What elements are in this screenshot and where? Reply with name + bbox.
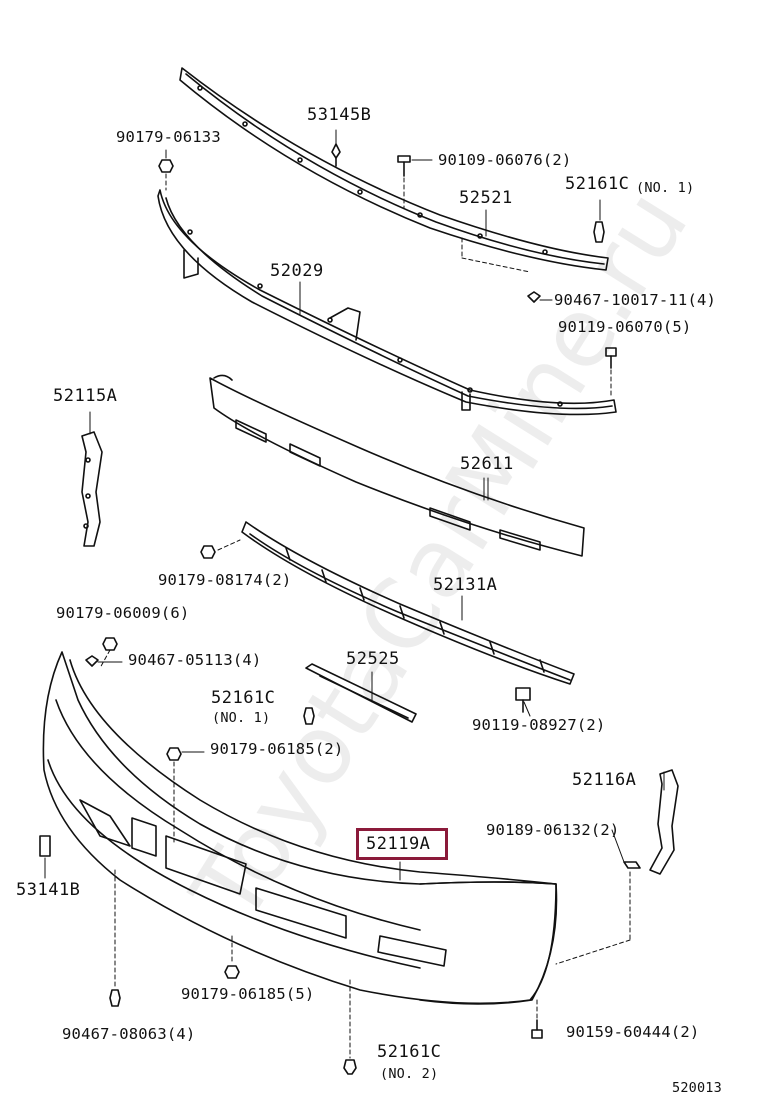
bolt-90119-06070 <box>605 347 617 397</box>
part-52119A-bumper-cover <box>42 651 558 1005</box>
leader-lines <box>89 129 665 881</box>
label-53145B[interactable]: 53145B <box>307 105 372 125</box>
label-53141B[interactable]: 53141B <box>16 880 81 900</box>
label-90179-06185-a[interactable]: 90179-06185(2) <box>210 740 344 758</box>
label-52161C-bot[interactable]: 52161C <box>377 1042 442 1062</box>
label-52115A[interactable]: 52115A <box>53 386 118 406</box>
part-52131A-reinforcement <box>241 521 575 685</box>
label-90179-08174[interactable]: 90179-08174(2) <box>158 571 292 589</box>
label-52116A[interactable]: 52116A <box>572 770 637 790</box>
label-90109-06076[interactable]: 90109-06076(2) <box>438 151 572 169</box>
clip-53141B <box>39 835 51 879</box>
highlight-box-52119A <box>356 828 448 860</box>
clip-52161C-no2 <box>343 979 357 1075</box>
label-52525[interactable]: 52525 <box>346 649 400 669</box>
clip-52161C-no1-mid <box>303 707 315 725</box>
label-90467-05113[interactable]: 90467-05113(4) <box>128 651 262 669</box>
part-53145B-retainer <box>179 67 609 271</box>
label-52161C-top[interactable]: 52161C <box>565 174 630 194</box>
part-52525-bracket <box>305 663 417 723</box>
diagram-code: 520013 <box>672 1080 722 1096</box>
label-52521[interactable]: 52521 <box>459 188 513 208</box>
label-90179-06133[interactable]: 90179-06133 <box>116 128 221 146</box>
label-90179-06009[interactable]: 90179-06009(6) <box>56 604 190 622</box>
screw-90159-60444 <box>531 999 543 1039</box>
clip-90467-08063 <box>109 869 121 1007</box>
label-90189-06132[interactable]: 90189-06132(2) <box>486 821 620 839</box>
label-52119A[interactable]: 52119A <box>366 834 431 854</box>
label-52131A[interactable]: 52131A <box>433 575 498 595</box>
nut-90179-06133 <box>158 149 174 191</box>
label-90119-06070[interactable]: 90119-06070(5) <box>558 318 692 336</box>
nut-90179-06009 <box>99 637 118 669</box>
label-no1-mid: (NO. 1) <box>212 710 271 726</box>
label-90467-10017-11[interactable]: 90467-10017-11(4) <box>554 291 717 309</box>
part-52029-bracket <box>157 189 617 416</box>
label-no1-top: (NO. 1) <box>636 180 695 196</box>
bolt-90119-08927 <box>515 687 531 713</box>
clip-52161C-no1-top <box>593 199 605 243</box>
label-52161C-mid[interactable]: 52161C <box>211 688 276 708</box>
label-52611[interactable]: 52611 <box>460 454 514 474</box>
part-52116A-side-bracket <box>555 769 679 965</box>
part-52115A-side-bracket <box>81 431 103 547</box>
part-52611-absorber <box>209 374 585 557</box>
label-90159-60444[interactable]: 90159-60444(2) <box>566 1023 700 1041</box>
nut-90179-06185-a <box>166 747 205 843</box>
screw-90109-06076 <box>397 155 433 209</box>
nut-90467-05113 <box>85 655 123 667</box>
nut-90179-08174 <box>200 539 241 559</box>
label-no2-bot: (NO. 2) <box>380 1066 439 1082</box>
label-90119-08927[interactable]: 90119-08927(2) <box>472 716 606 734</box>
label-90467-08063[interactable]: 90467-08063(4) <box>62 1025 196 1043</box>
clip-53145B <box>331 143 341 167</box>
label-90179-06185-b[interactable]: 90179-06185(5) <box>181 985 315 1003</box>
clip-90179-06185-b <box>224 935 240 979</box>
label-52029[interactable]: 52029 <box>270 261 324 281</box>
nut-90467-10017 <box>527 291 553 303</box>
